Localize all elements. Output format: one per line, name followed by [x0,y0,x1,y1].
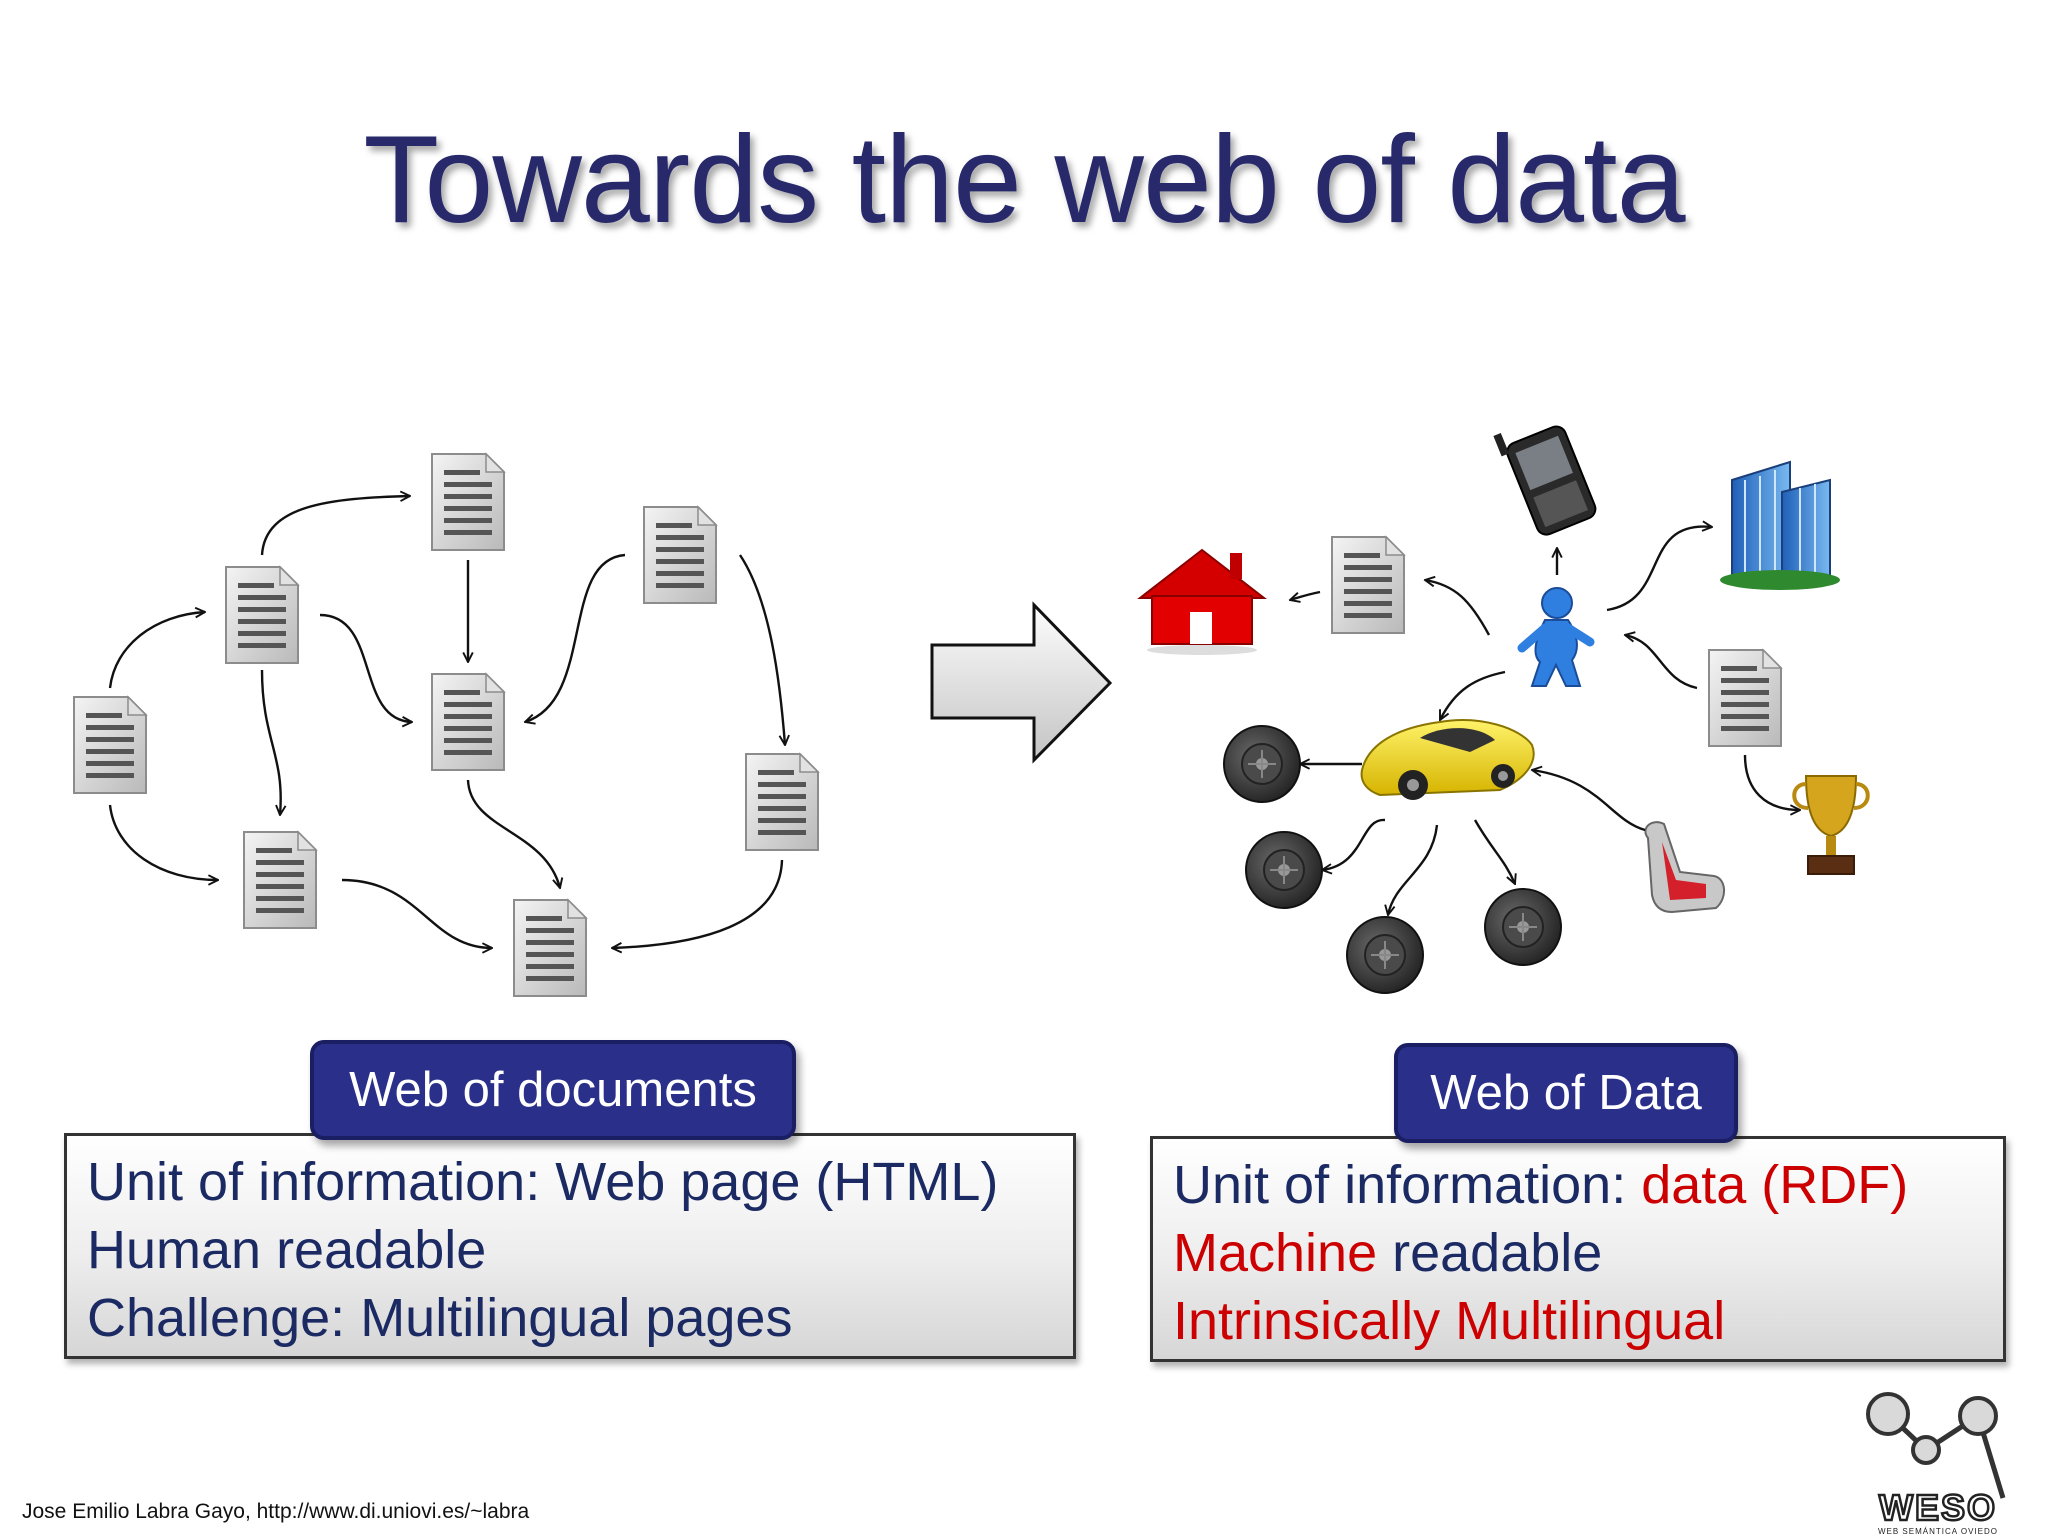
document-icon [431,673,505,771]
document-icon [431,453,505,551]
house-icon [1137,548,1267,655]
machine-highlight: Machine [1173,1223,1378,1283]
document-icon [643,506,717,604]
document-icon [243,831,317,929]
weso-logo: WESO WEB SEMÁNTICA OVIEDO [1866,1392,2006,1536]
tire-icon [1245,831,1323,909]
slide-title: Towards the web of data [363,111,1685,249]
logo-tagline: WEB SEMÁNTICA OVIEDO [1878,1527,1998,1536]
web-of-documents-label: Web of documents [310,1040,796,1140]
web-of-documents-info-box: Unit of information: Web page (HTML) Hum… [64,1133,1076,1359]
document-icon [225,566,299,664]
web-of-data-label: Web of Data [1394,1043,1738,1143]
phone-icon [1493,425,1597,536]
footer-credit: Jose Emilio Labra Gayo, http://www.di.un… [22,1500,530,1523]
tire-icon [1346,916,1424,994]
data-rdf-highlight: data (RDF) [1641,1155,1909,1215]
document-icon [73,696,147,794]
person-icon [1517,587,1595,687]
transition-arrow [930,601,1113,764]
unit-of-information-line: Unit of information: data (RDF) [1173,1151,2003,1219]
readability-line: Human readable [87,1220,487,1280]
web-of-data-graph [1137,425,1870,994]
unit-of-information-prefix: Unit of information: [1173,1155,1642,1215]
readability-line: Machine readable [1173,1219,2003,1287]
logo-wordmark: WESO [1879,1487,1997,1528]
tire-icon [1223,725,1301,803]
readable-text: readable [1377,1223,1603,1283]
trophy-icon [1792,775,1870,875]
document-icon [513,899,587,997]
car-seat-icon [1644,821,1725,914]
document-icon [1708,649,1782,747]
challenge-line: Challenge: Multilingual pages [87,1288,793,1348]
car-icon [1360,719,1535,800]
unit-of-information-line: Unit of information: Web page (HTML) [87,1152,999,1212]
web-of-data-info-box: Unit of information: data (RDF) Machine … [1150,1136,2006,1362]
tire-icon [1484,888,1562,966]
document-icon [745,753,819,851]
document-icon [1331,536,1405,634]
multilingual-line: Intrinsically Multilingual [1173,1291,1726,1351]
web-of-documents-graph [73,453,819,997]
building-icon [1720,460,1840,590]
